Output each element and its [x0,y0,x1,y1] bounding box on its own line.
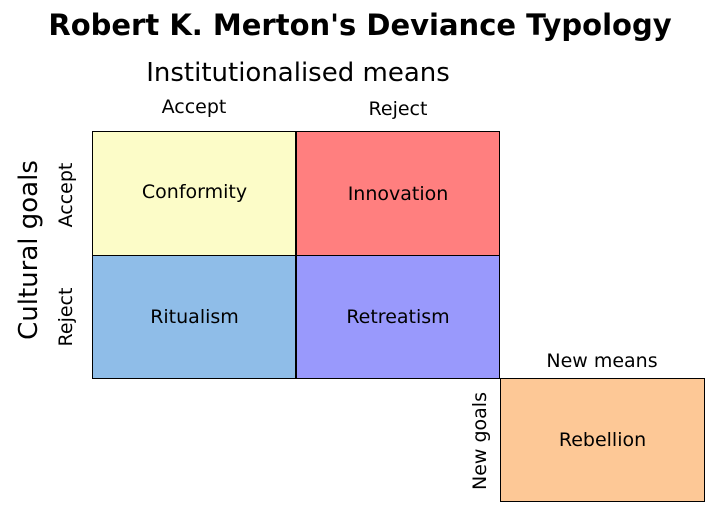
goals-axis-label: Cultural goals [14,160,44,340]
center-divider [295,131,297,379]
new-goals-label: New goals [469,392,491,490]
means-reject-label: Reject [368,98,428,120]
new-means-label: New means [546,350,658,372]
cell-conformity-label: Conformity [141,180,248,203]
goals-accept-label: Accept [55,162,77,228]
cell-conformity: Conformity [92,131,297,256]
cell-innovation: Innovation [296,131,500,256]
means-accept-label: Accept [161,96,227,118]
cell-ritualism-label: Ritualism [150,306,239,328]
goals-reject-label: Reject [55,287,77,347]
cell-innovation-label: Innovation [347,182,449,205]
diagram-title: Robert K. Merton's Deviance Typology [48,8,672,42]
cell-ritualism: Ritualism [92,255,297,379]
cell-retreatism-label: Retreatism [346,306,450,328]
cell-rebellion: Rebellion [500,378,705,502]
means-axis-label: Institutionalised means [146,58,450,88]
cell-retreatism: Retreatism [296,255,500,379]
cell-rebellion-label: Rebellion [558,429,647,451]
